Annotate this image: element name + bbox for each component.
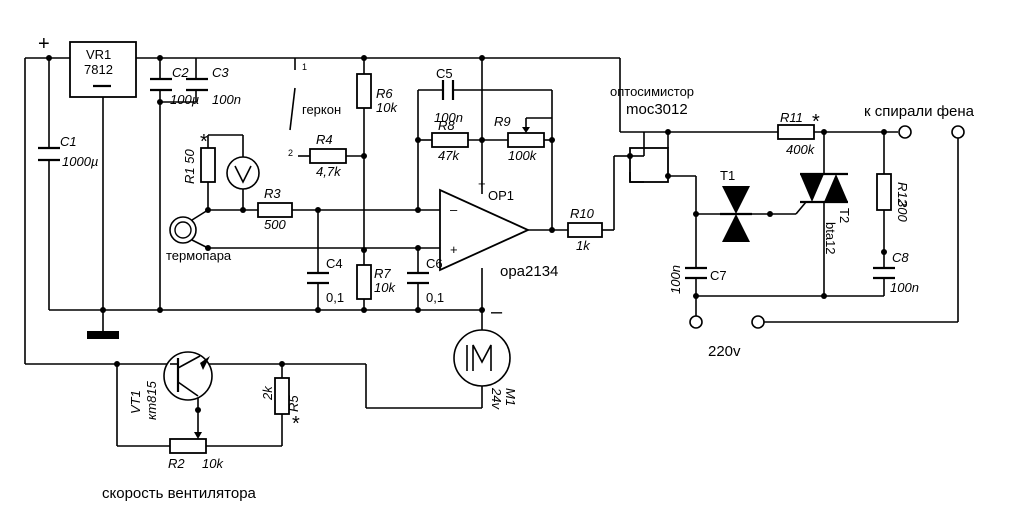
plus-label: + xyxy=(38,33,50,55)
c5-value: 100n xyxy=(434,110,463,125)
fan-speed-label: скорость вентилятора xyxy=(102,485,257,502)
r7-value: 10k xyxy=(374,280,396,295)
opamp-minus-input-label: – xyxy=(450,202,458,217)
opamp-plus-input-label: + xyxy=(450,242,458,257)
r8-label: R8 xyxy=(438,118,455,133)
pin2-label: 2 xyxy=(288,148,293,158)
t2-part-label: bta12 xyxy=(823,222,838,255)
r1-label: R1 50 xyxy=(182,149,197,184)
opamp-part-label: opa2134 xyxy=(500,263,558,280)
potentiometer-r9 xyxy=(507,132,545,148)
r11-value: 400k xyxy=(786,142,816,157)
r6-label: R6 xyxy=(376,86,393,101)
reed-label: геркон xyxy=(302,102,341,117)
resistor-r1 xyxy=(200,147,216,183)
r6-value: 10k xyxy=(376,100,398,115)
c7-value: 100n xyxy=(668,265,683,294)
c8-value: 100n xyxy=(890,280,919,295)
ground-symbol xyxy=(87,331,119,339)
c7-label: C7 xyxy=(710,268,727,283)
vt1-label: VT1 xyxy=(128,390,143,414)
r5-value: 2k xyxy=(260,385,275,401)
t2-label: T2 xyxy=(837,208,852,223)
c4-label: C4 xyxy=(326,256,343,271)
fan-section xyxy=(24,58,511,454)
c2-label: C2 xyxy=(172,65,189,80)
transistor-vt1 xyxy=(163,351,213,401)
resistor-r6 xyxy=(356,73,372,109)
r11-star: * xyxy=(812,111,820,133)
minus-label: – xyxy=(491,301,503,323)
r12-label: R12 xyxy=(895,182,910,207)
triac-section xyxy=(627,124,965,329)
labels: + – VR1 7812 C1 1000µ C2 100µ C3 100n 1 … xyxy=(38,33,975,502)
c2-value: 100µ xyxy=(170,92,199,107)
optotriac-moc3012 xyxy=(629,147,669,183)
potentiometer-r2 xyxy=(169,438,207,454)
r1-star: * xyxy=(200,131,208,153)
c6-label: C6 xyxy=(426,256,443,271)
r9-label: R9 xyxy=(494,114,511,129)
resistor-r7 xyxy=(356,264,372,300)
optotriac-label: оптосимистор xyxy=(610,84,694,99)
r10-label: R10 xyxy=(570,206,595,221)
resistor-r8 xyxy=(431,132,469,148)
r2-label: R2 xyxy=(168,456,185,471)
m1-value: 24v xyxy=(489,387,504,410)
c8-label: C8 xyxy=(892,250,909,265)
power-section xyxy=(25,41,620,339)
r12-value: 300 xyxy=(895,200,910,222)
r7-label: R7 xyxy=(374,266,391,281)
c1-label: C1 xyxy=(60,134,77,149)
t1-label: T1 xyxy=(720,168,735,183)
resistor-r12 xyxy=(876,173,892,211)
r2-value: 10k xyxy=(202,456,224,471)
reed-divider xyxy=(289,55,372,310)
optotriac-part-label: moc3012 xyxy=(626,101,688,118)
r5-star: * xyxy=(292,413,300,435)
r4-value: 4,7k xyxy=(316,164,342,179)
c4-value: 0,1 xyxy=(326,290,344,305)
thermocouple-label: термопара xyxy=(166,248,232,263)
heater-label: к спирали фена xyxy=(864,103,975,120)
r3-label: R3 xyxy=(264,186,281,201)
c1-value: 1000µ xyxy=(62,154,98,169)
op-plus-label: + xyxy=(478,176,486,191)
c5-label: C5 xyxy=(436,66,453,81)
opamp-op1 xyxy=(439,188,531,272)
resistor-r11 xyxy=(777,124,815,140)
thermocouple xyxy=(169,216,197,244)
r3-value: 500 xyxy=(264,217,286,232)
c6-value: 0,1 xyxy=(426,290,444,305)
r5-label: R5 xyxy=(286,395,301,412)
vr1-label: VR1 xyxy=(86,47,111,62)
resistor-r3 xyxy=(257,202,293,218)
resistor-r4 xyxy=(309,148,347,164)
r10-value: 1k xyxy=(576,238,591,253)
opamp-section xyxy=(415,55,668,334)
m1-label: M1 xyxy=(503,388,518,406)
voltmeter xyxy=(226,156,260,190)
mains-label: 220v xyxy=(708,343,741,360)
pin1-label: 1 xyxy=(302,62,307,72)
vt1-part-label: кт815 xyxy=(144,380,159,420)
r8-value: 47k xyxy=(438,148,460,163)
c3-value: 100n xyxy=(212,92,241,107)
vr1-part-label: 7812 xyxy=(84,62,113,77)
resistor-r10 xyxy=(567,222,603,238)
thermocouple-input xyxy=(169,134,440,310)
r11-label: R11 xyxy=(780,110,803,125)
motor-m1 xyxy=(453,329,511,387)
r9-value: 100k xyxy=(508,148,538,163)
c3-label: C3 xyxy=(212,65,229,80)
op1-label: OP1 xyxy=(488,188,514,203)
r4-label: R4 xyxy=(316,132,333,147)
